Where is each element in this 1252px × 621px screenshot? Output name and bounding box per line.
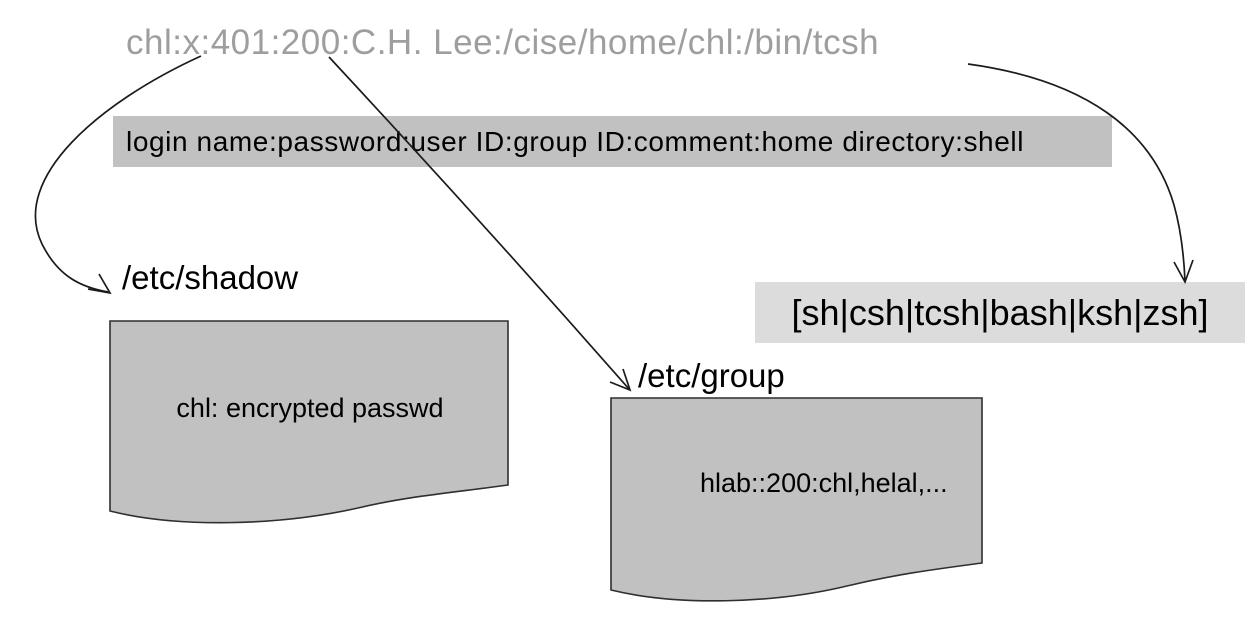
group-document-shape (610, 397, 983, 602)
passwd-format-label: login name:password:user ID:group ID:com… (126, 125, 1025, 157)
shell-options-box: [sh|csh|tcsh|bash|ksh|zsh] (755, 282, 1245, 343)
shadow-file-label: /etc/shadow (122, 259, 299, 296)
shadow-document-shape (109, 320, 509, 524)
shell-options-label: [sh|csh|tcsh|bash|ksh|zsh] (791, 291, 1209, 333)
group-file-label: /etc/group (638, 357, 785, 394)
passwd-entry-text: chl:x:401:200:C.H. Lee:/cise/home/chl:/b… (126, 23, 880, 62)
shadow-file-content: chl: encrypted passwd (176, 393, 444, 423)
group-file-content: hlab::200:chl,helal,... (700, 468, 948, 498)
document-icon (610, 397, 983, 602)
passwd-format-bar: login name:password:user ID:group ID:com… (113, 116, 1112, 167)
arrow-shell-to-options-icon (967, 63, 1194, 285)
